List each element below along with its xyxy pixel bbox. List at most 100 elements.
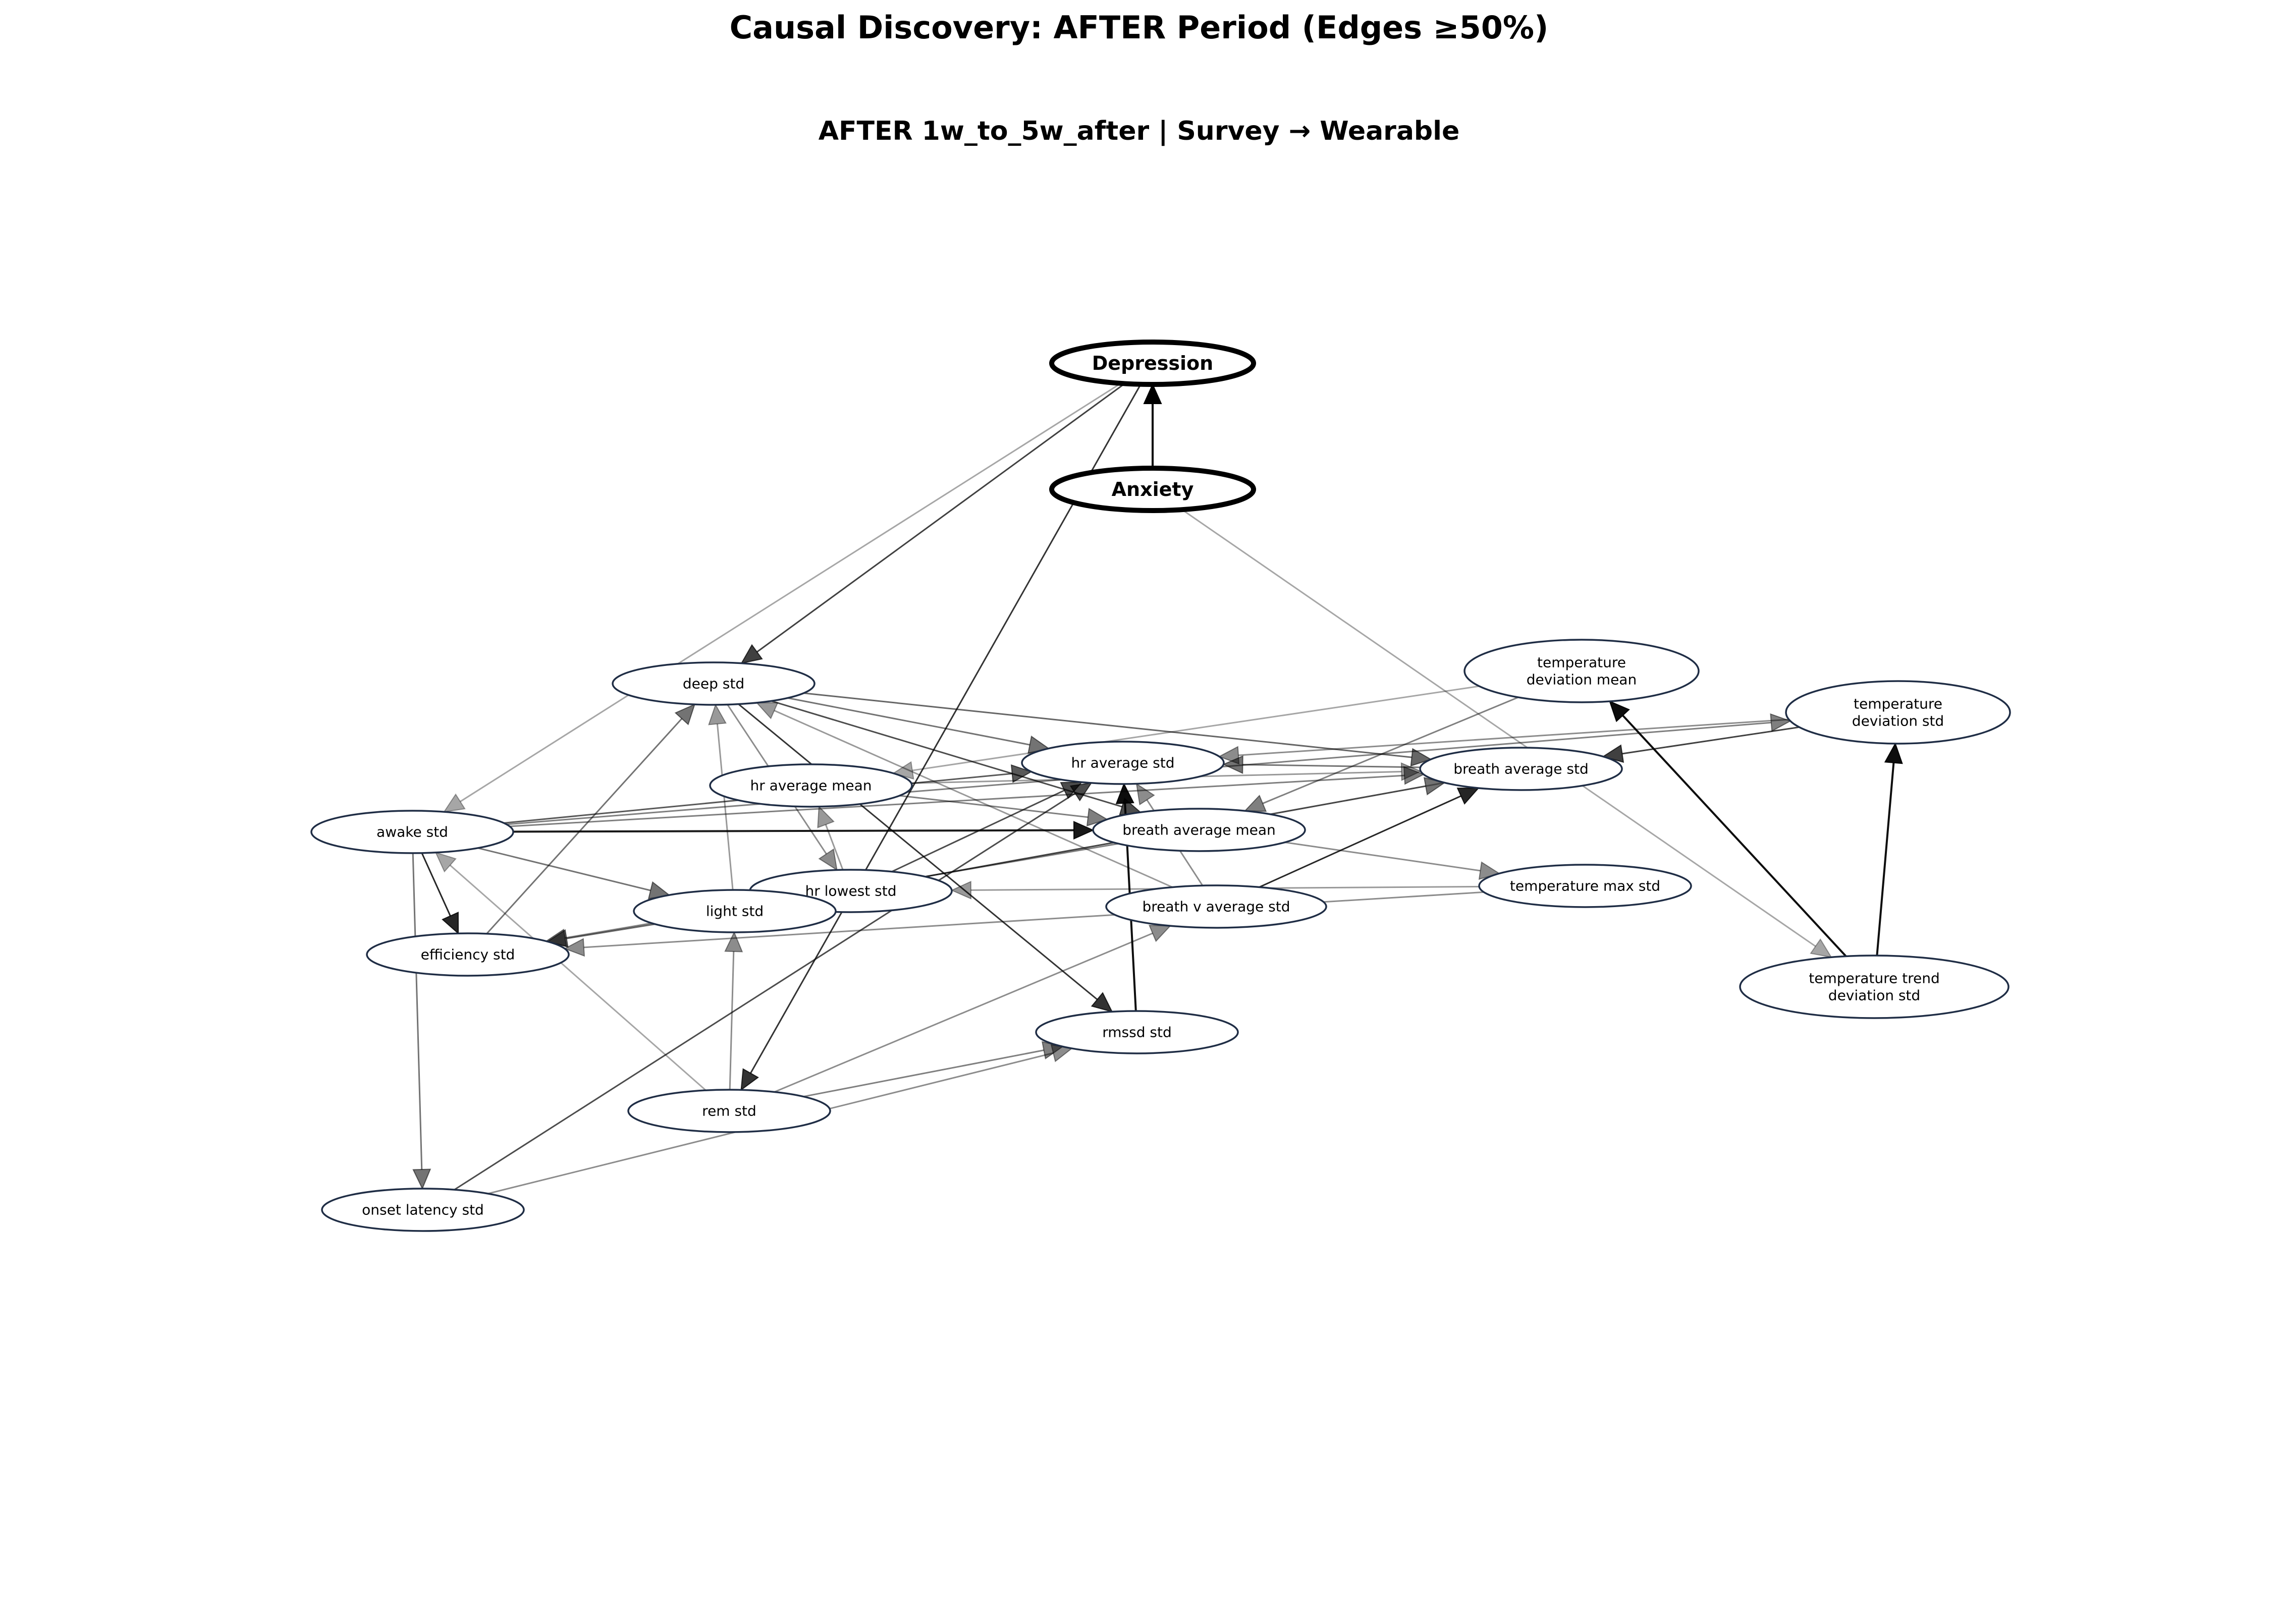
edge-line bbox=[756, 383, 1125, 653]
node-label: Depression bbox=[1092, 352, 1213, 374]
edge-arrowhead bbox=[1456, 788, 1480, 805]
edge-arrowhead bbox=[1073, 821, 1095, 840]
node-label: temperature bbox=[1537, 654, 1626, 671]
node-light-std: light std bbox=[633, 889, 837, 933]
node-breath-avg-mean: breath average mean bbox=[1092, 808, 1306, 852]
node-label: efficiency std bbox=[421, 946, 515, 963]
edge-efficiency_std-to-deep_std bbox=[486, 703, 696, 934]
node-label: hr lowest std bbox=[805, 883, 896, 900]
node-label: light std bbox=[706, 903, 764, 920]
edge-temp_max_std-to-efficiency_std bbox=[563, 891, 1484, 957]
node-ellipse bbox=[709, 763, 913, 808]
edge-line bbox=[566, 923, 656, 939]
node-ellipse bbox=[1463, 639, 1700, 703]
edge-line bbox=[486, 718, 683, 934]
edge-line bbox=[1242, 764, 1421, 768]
edge-breath_v_avg_std-to-breath_avg_std bbox=[1259, 788, 1480, 888]
edge-arrowhead bbox=[1410, 748, 1432, 767]
edge-arrowhead bbox=[1770, 713, 1792, 732]
edge-arrowhead bbox=[1609, 700, 1630, 722]
node-label: deviation mean bbox=[1527, 671, 1637, 688]
node-label: onset latency std bbox=[362, 1202, 484, 1218]
edge-rem_std-to-awake_std bbox=[435, 852, 707, 1091]
node-hr-avg-std: hr average std bbox=[1021, 741, 1225, 785]
edge-arrowhead bbox=[1403, 766, 1425, 785]
node-anxiety: Anxiety bbox=[1049, 466, 1256, 513]
node-ellipse bbox=[1092, 808, 1306, 852]
edge-arrowhead bbox=[674, 703, 696, 725]
edge-arrowhead bbox=[1148, 925, 1172, 942]
node-ellipse bbox=[1478, 864, 1692, 908]
edge-temp_dev_std-to-breath_avg_std bbox=[1602, 726, 1800, 763]
edge-arrowhead bbox=[818, 848, 838, 871]
edge-arrowhead bbox=[755, 702, 779, 719]
edge-line bbox=[1259, 795, 1461, 888]
edge-arrowhead bbox=[1091, 992, 1113, 1013]
edge-arrowhead bbox=[1884, 742, 1903, 764]
node-breath-avg-std: breath average std bbox=[1419, 747, 1623, 791]
node-ellipse bbox=[1739, 955, 2010, 1019]
node-deep-std: deep std bbox=[612, 661, 816, 706]
edge-arrowhead bbox=[724, 931, 743, 953]
edge-line bbox=[803, 1049, 1044, 1098]
edge-onset_latency_std-to-hr_avg_std bbox=[454, 782, 1093, 1191]
edge-light_std-to-deep_std bbox=[708, 703, 734, 890]
edge-line bbox=[421, 853, 451, 917]
edge-arrowhead bbox=[442, 912, 459, 935]
node-label: rem std bbox=[702, 1103, 756, 1119]
node-label: deep std bbox=[683, 676, 744, 692]
edge-line bbox=[787, 697, 1030, 746]
edge-line bbox=[899, 795, 1089, 818]
edge-line bbox=[583, 891, 1484, 948]
node-efficiency-std: efficiency std bbox=[366, 932, 570, 977]
edge-hr_lowest_std-to-hr_avg_std bbox=[891, 781, 1083, 872]
edge-line bbox=[454, 793, 1076, 1191]
edge-arrowhead bbox=[740, 1068, 759, 1091]
edge-arrowhead bbox=[1069, 782, 1093, 802]
edge-arrowhead bbox=[1243, 795, 1267, 812]
node-label: hr average mean bbox=[750, 777, 872, 794]
edge-arrowhead bbox=[950, 880, 972, 900]
edge-line bbox=[716, 723, 734, 890]
node-ellipse bbox=[310, 810, 514, 854]
edge-depression-to-deep_std bbox=[740, 383, 1125, 664]
edge-arrowhead bbox=[1135, 782, 1155, 806]
edge-awake_std-to-breath_avg_mean bbox=[513, 821, 1095, 840]
edge-arrowhead bbox=[1010, 764, 1033, 783]
edge-line bbox=[1622, 714, 1847, 957]
edge-arrowhead bbox=[1143, 383, 1162, 404]
node-label: awake std bbox=[376, 824, 448, 841]
node-ellipse bbox=[1419, 747, 1623, 791]
edge-line bbox=[729, 951, 735, 1090]
node-hr-avg-mean: hr average mean bbox=[709, 763, 913, 808]
edge-line bbox=[1284, 842, 1481, 872]
edge-line bbox=[1262, 696, 1519, 804]
node-rem-std: rem std bbox=[627, 1089, 831, 1133]
node-temp-max-std: temperature max std bbox=[1478, 864, 1692, 908]
edge-arrowhead bbox=[1810, 938, 1832, 958]
node-breath-v-avg-std: breath v average std bbox=[1105, 884, 1327, 929]
edge-temp_trend_dev_std-to-temp_dev_mean bbox=[1609, 700, 1847, 957]
node-ellipse bbox=[1035, 1010, 1239, 1054]
edge-anxiety-to-depression bbox=[1143, 383, 1162, 468]
edge-line bbox=[477, 847, 651, 891]
edge-arrowhead bbox=[435, 852, 457, 873]
node-onset-latency-std: onset latency std bbox=[321, 1188, 525, 1232]
edge-line bbox=[1622, 726, 1800, 755]
node-depression: Depression bbox=[1049, 340, 1256, 387]
node-ellipse bbox=[627, 1089, 831, 1133]
edge-arrowhead bbox=[817, 805, 835, 828]
edges-layer bbox=[412, 382, 1903, 1195]
node-ellipse bbox=[633, 889, 837, 933]
edge-line bbox=[460, 382, 1121, 803]
edge-line bbox=[1238, 718, 1789, 756]
figure-subtitle: AFTER 1w_to_5w_after | Survey → Wearable bbox=[818, 116, 1460, 146]
edge-arrowhead bbox=[563, 938, 585, 957]
node-ellipse bbox=[1049, 340, 1256, 387]
edge-line bbox=[1181, 509, 1816, 947]
edge-hr_avg_mean-to-breath_avg_mean bbox=[899, 795, 1109, 827]
